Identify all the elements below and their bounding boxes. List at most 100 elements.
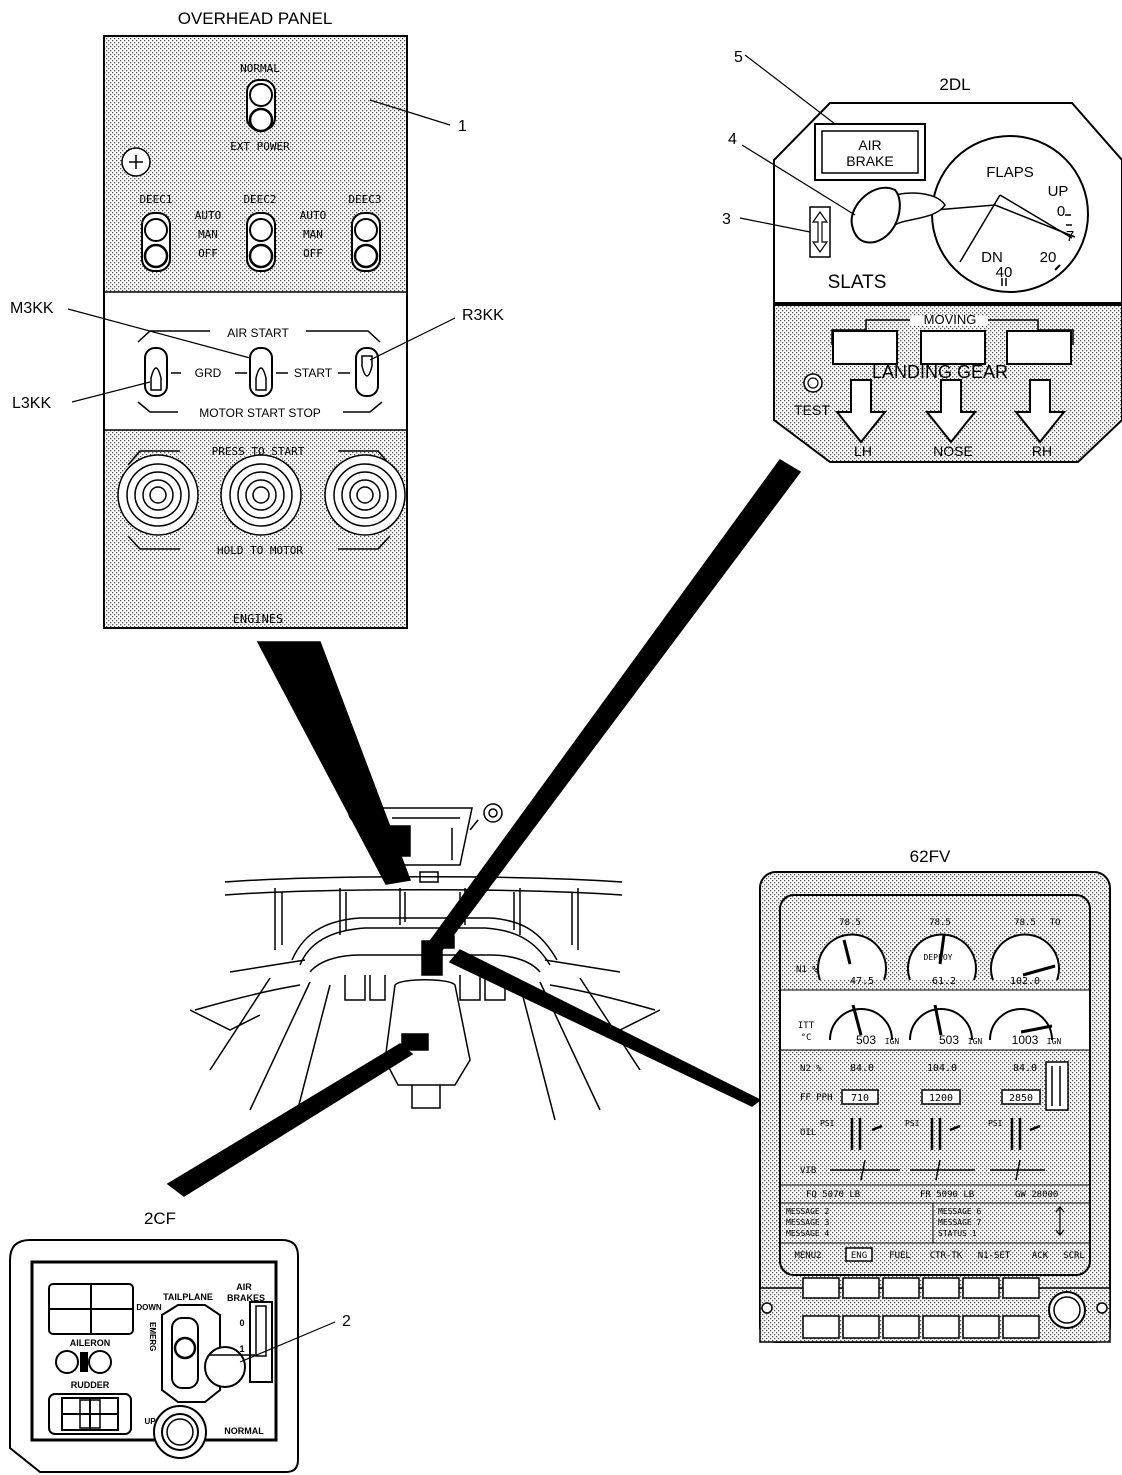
scroll-arrows-icon [1055, 1206, 1065, 1236]
cockpit-overview [166, 459, 802, 1197]
deec2-label: DEEC2 [243, 193, 276, 206]
softkey-scrl[interactable]: SCRL [1063, 1251, 1085, 1261]
flaps-up-label: UP [1048, 183, 1069, 200]
slats-arrow-icon [809, 206, 831, 258]
rh-moving-light [1006, 330, 1072, 365]
callout-r3kk: R3KK [462, 307, 504, 324]
engines-label: ENGINES [233, 612, 284, 626]
panel-2dl-title: 2DL [939, 75, 970, 94]
up-label: UP [144, 1417, 156, 1426]
air-brake-text-2: BRAKE [846, 153, 893, 169]
flaps-lever-handle[interactable] [850, 186, 946, 244]
softkey-n1-set[interactable]: N1-SET [978, 1251, 1011, 1261]
n1-value-3: 102.0 [1010, 976, 1040, 987]
test-button[interactable] [803, 373, 823, 393]
l3kk-switch[interactable] [144, 347, 168, 397]
ext-power-switch[interactable] [246, 79, 276, 133]
rudder-trim-switch[interactable] [48, 1393, 132, 1435]
bezel-keys[interactable] [802, 1277, 1040, 1339]
flaps-forty-label: 40 [996, 264, 1013, 281]
itt-value-3: 1003 [1012, 1033, 1039, 1047]
brakes-label: BRAKES [227, 1293, 265, 1303]
ff-value-3: 2850 [1009, 1093, 1033, 1104]
ext-power-label: EXT POWER [230, 140, 290, 153]
emergency-push-button[interactable] [153, 1405, 207, 1459]
deec2-switch[interactable] [246, 212, 276, 272]
panel-2dl: AIR BRAKE SLATS FLAPS UP 0 7 DN 40 20 MO… [773, 102, 1122, 463]
itt-value-2: 503 [939, 1033, 959, 1047]
n2-value-3: 84.0 [1013, 1063, 1037, 1074]
nose-gear-arrow-icon [924, 379, 978, 444]
deec3-switch[interactable] [351, 212, 381, 272]
off-label-2: OFF [303, 247, 323, 260]
degc-label: °C [801, 1033, 812, 1043]
panel-fastener-icon [121, 147, 151, 177]
landing-gear-label: LANDING GEAR [872, 362, 1008, 382]
softkey-eng[interactable]: ENG [851, 1251, 867, 1261]
start-button-center[interactable] [220, 454, 302, 536]
tailplane-trim-switch[interactable] [161, 1304, 221, 1403]
nose-moving-light [920, 330, 986, 365]
itt-value-1: 503 [856, 1033, 876, 1047]
air-start-label: AIR START [227, 326, 289, 340]
softkey-ack[interactable]: ACK [1032, 1251, 1049, 1261]
m3kk-switch[interactable] [249, 347, 273, 397]
message-2: MESSAGE 2 [786, 1207, 830, 1216]
message-3: MESSAGE 3 [786, 1218, 830, 1227]
deec1-switch[interactable] [141, 212, 171, 272]
start-button-right[interactable] [324, 454, 406, 536]
callout-5: 5 [734, 49, 743, 66]
panel-62fv-title: 62FV [910, 847, 951, 866]
ign-label-3: IGN [1047, 1037, 1062, 1046]
overhead-panel: NORMAL EXT POWER DEEC1 DEEC2 DEEC3 AUTO … [103, 35, 408, 629]
auto-label-2: AUTO [300, 209, 327, 222]
brightness-knob[interactable] [1048, 1291, 1086, 1329]
itt-gauge-1 [829, 1008, 893, 1041]
moving-label: MOVING [924, 312, 977, 327]
rh-label: RH [1032, 443, 1052, 459]
air-label: AIR [236, 1282, 252, 1292]
softkey-menu2[interactable]: MENU2 [794, 1251, 821, 1261]
deec3-label: DEEC3 [348, 193, 381, 206]
test-label: TEST [794, 402, 830, 418]
ff-value-1: 710 [851, 1093, 869, 1104]
man-label-1: MAN [198, 228, 218, 241]
n1-target-3: 78.5 [1014, 918, 1036, 928]
r3kk-switch[interactable] [355, 347, 379, 397]
fq-label: FQ 5070 LB [806, 1190, 860, 1200]
lh-label: LH [854, 443, 872, 459]
down-label: DOWN [136, 1303, 162, 1312]
itt-gauge-2 [909, 1008, 973, 1041]
n2-value-2: 104.0 [927, 1063, 957, 1074]
lh-moving-light [832, 330, 898, 365]
panel-62fv: 78.5 78.5 78.5 TO N1 % 47.5 61.2 DEPLOY … [759, 871, 1111, 1343]
softkey-ctr-tk[interactable]: CTR-TK [930, 1251, 963, 1261]
itt-label: ITT [798, 1021, 815, 1031]
slats-label: SLATS [828, 272, 887, 293]
vib-label: VIB [800, 1166, 816, 1176]
overhead-panel-title: OVERHEAD PANEL [178, 9, 333, 28]
callout-m3kk: M3KK [10, 300, 54, 317]
aileron-trim-switches[interactable] [55, 1350, 112, 1374]
start-button-left[interactable] [117, 454, 199, 536]
n1-gauge-1 [817, 933, 887, 981]
n1-target-1: 78.5 [839, 918, 861, 928]
hold-to-motor-label: HOLD TO MOTOR [217, 544, 303, 557]
callout-4: 4 [728, 131, 737, 148]
psi-label-1: PSI [820, 1119, 835, 1128]
emerg-label: EMERG [148, 1322, 157, 1351]
n2-value-1: 84.0 [850, 1063, 874, 1074]
message-7: MESSAGE 7 [938, 1218, 982, 1227]
softkey-fuel[interactable]: FUEL [889, 1251, 911, 1261]
panel-2cf-title: 2CF [144, 1209, 176, 1228]
auto-label-1: AUTO [195, 209, 222, 222]
ign-label-2: IGN [968, 1037, 983, 1046]
air-brake-indicator [821, 130, 919, 174]
start-label: START [294, 366, 333, 380]
air-brakes-lever[interactable] [204, 1301, 273, 1388]
ign-label-1: IGN [885, 1037, 900, 1046]
callout-3: 3 [722, 211, 731, 228]
oil-label: OIL [800, 1128, 816, 1138]
nose-label: NOSE [933, 443, 973, 459]
